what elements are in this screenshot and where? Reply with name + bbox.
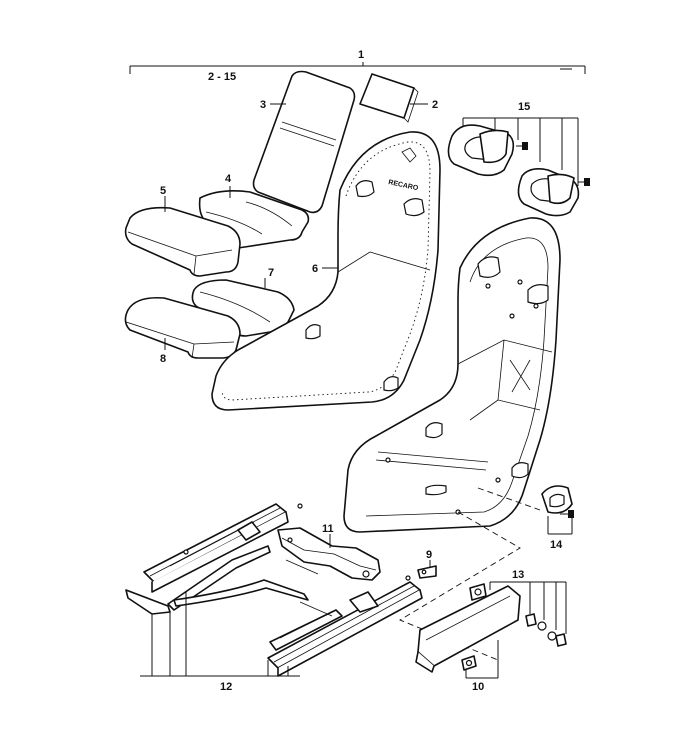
callout-13: 13 <box>512 569 524 581</box>
belt-guide-part-15 <box>447 117 590 217</box>
adapter-plate-part-10-13 <box>415 581 567 679</box>
slider-bracket-part-11 <box>277 527 381 581</box>
assembly-bracket-1 <box>129 62 586 74</box>
head-pad-part-2 <box>359 73 419 123</box>
callout-6: 6 <box>312 263 318 275</box>
clip-part-9 <box>417 565 437 579</box>
callout-14: 14 <box>550 539 563 551</box>
callout-1: 1 <box>358 49 364 61</box>
callout-4: 4 <box>225 173 232 185</box>
callout-2-15: 2 - 15 <box>208 71 236 83</box>
callout-5: 5 <box>160 185 166 197</box>
side-bracket-part-14 <box>541 485 574 535</box>
callout-15: 15 <box>518 101 530 113</box>
callout-9: 9 <box>426 549 432 561</box>
seat-rail-part-12 <box>125 503 423 677</box>
callout-7: 7 <box>268 267 274 279</box>
callout-11: 11 <box>322 523 334 535</box>
backrest-pad-part-3 <box>252 70 356 214</box>
callout-2: 2 <box>432 99 438 111</box>
bolster-cushion-part-5 <box>124 206 241 277</box>
seat-shell-cover-part-6: RECARO <box>211 131 441 411</box>
bare-seat-shell <box>343 217 561 533</box>
callout-8: 8 <box>160 353 166 365</box>
callout-10: 10 <box>472 681 484 693</box>
callout-3: 3 <box>260 99 266 111</box>
callout-12: 12 <box>220 681 232 693</box>
